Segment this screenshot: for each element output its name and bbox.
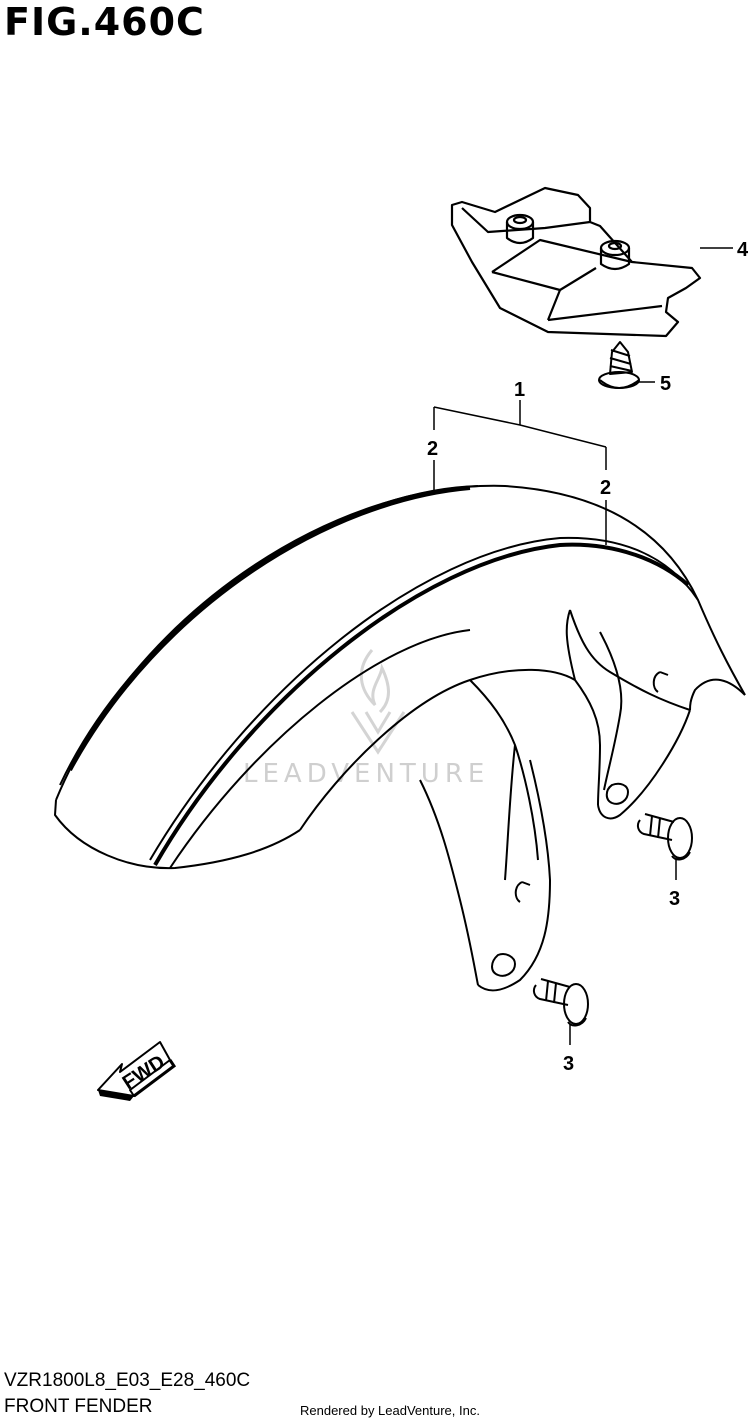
callout-2-right: 2 (600, 477, 611, 499)
callout-2-left: 2 (427, 438, 438, 460)
watermark-logo (350, 649, 406, 755)
fwd-arrow-icon: FWD (97, 1041, 177, 1101)
callout-5: 5 (660, 373, 671, 395)
bolt-part-3-lower[interactable] (532, 978, 589, 1027)
figure-title: FIG.460C (4, 0, 205, 44)
callout-4: 4 (737, 239, 749, 261)
front-fender-part-1[interactable] (54, 484, 746, 992)
rendered-by-credit: Rendered by LeadVenture, Inc. (300, 1403, 480, 1418)
bracket-part-4[interactable] (450, 186, 702, 338)
model-code: VZR1800L8_E03_E28_460C (4, 1370, 251, 1391)
screw-part-5[interactable] (598, 341, 640, 389)
callout-3-upper: 3 (669, 888, 680, 910)
callout-3-lower: 3 (563, 1053, 574, 1075)
watermark-text: LEADVENTURE (243, 759, 489, 789)
section-name: FRONT FENDER (4, 1396, 153, 1417)
callout-1: 1 (514, 379, 525, 401)
bolt-part-3-upper[interactable] (636, 813, 693, 861)
leader-lines (433, 247, 733, 1045)
